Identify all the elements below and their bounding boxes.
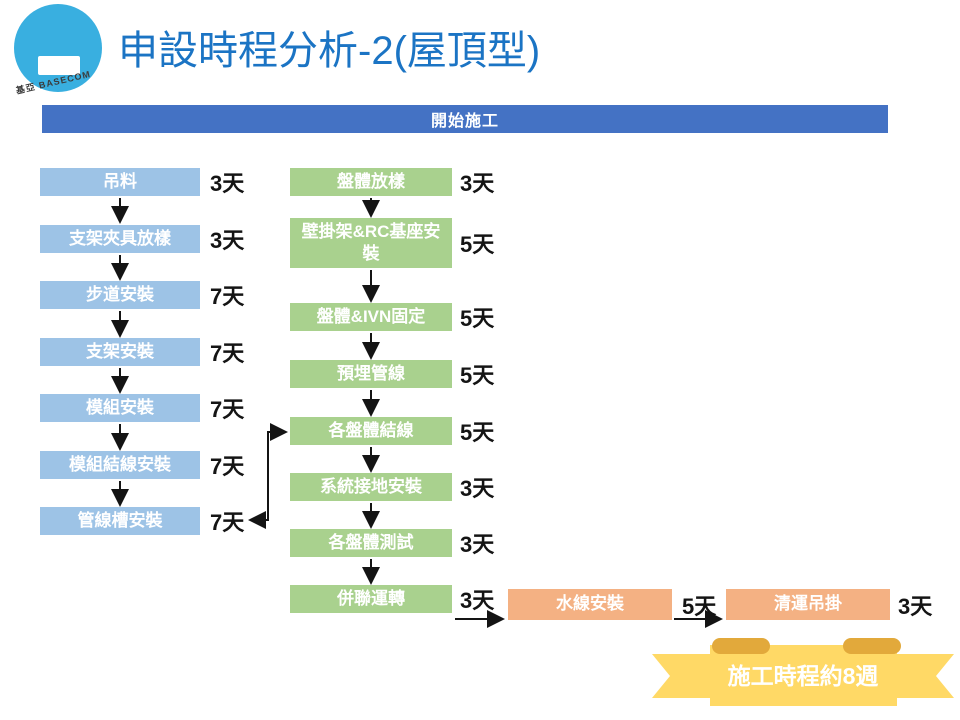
flow-step-box: 管線槽安裝 [40, 507, 200, 535]
duration-label: 5天 [460, 306, 495, 331]
ribbon-right-fold [843, 638, 901, 654]
banner-label: 施工時程約8週 [728, 663, 879, 689]
flow-step-label: 步道安裝 [86, 284, 154, 304]
duration-label: 7天 [210, 454, 245, 479]
flow-step-box: 模組安裝 [40, 394, 200, 422]
duration-label: 3天 [210, 171, 245, 196]
flow-step-box: 各盤體測試 [290, 529, 452, 557]
flow-step-box: 盤體放樣 [290, 168, 452, 196]
ribbon-left-wing [652, 654, 738, 698]
duration-label: 3天 [460, 476, 495, 501]
basecom-logo-icon [14, 4, 102, 92]
flow-step-label: 壁掛架&RC基座安裝 [301, 221, 441, 263]
elbow-connector-icon [248, 423, 288, 529]
flow-step-label: 吊料 [103, 171, 137, 191]
flow-step-box: 預埋管線 [290, 360, 452, 388]
flow-step-label: 模組結線安裝 [69, 454, 171, 474]
duration-label: 3天 [210, 228, 245, 253]
flow-step-label: 管線槽安裝 [77, 510, 163, 530]
duration-label: 7天 [210, 284, 245, 309]
duration-label: 7天 [210, 341, 245, 366]
flow-step-label: 盤體放樣 [337, 171, 405, 191]
flow-step-label: 預埋管線 [337, 363, 405, 383]
duration-label: 5天 [460, 420, 495, 445]
flow-step-label: 盤體&IVN固定 [316, 306, 426, 326]
logo-rectangle-mark [38, 56, 80, 75]
flow-step-label: 支架夾具放樣 [69, 228, 171, 248]
flow-step-box: 支架安裝 [40, 338, 200, 366]
duration-label: 3天 [898, 593, 933, 619]
ribbon-right-wing [868, 654, 954, 698]
duration-label: 3天 [460, 588, 495, 613]
flow-step-box: 併聯運轉 [290, 585, 452, 613]
flow-step-box: 壁掛架&RC基座安裝 [290, 218, 452, 268]
flow-step-box: 步道安裝 [40, 281, 200, 309]
flow-step-label: 系統接地安裝 [320, 476, 422, 496]
start-construction-label: 開始施工 [430, 113, 499, 130]
ribbon-banner: 施工時程約8週 [652, 638, 954, 706]
flow-step-label: 併聯運轉 [337, 588, 405, 608]
page-title: 申設時程分析-2(屋頂型) [118, 29, 541, 73]
flow-step-label: 水線安裝 [556, 594, 624, 614]
flow-step-box: 各盤體結線 [290, 417, 452, 445]
duration-label: 5天 [460, 232, 495, 257]
flow-step-label: 支架安裝 [86, 341, 154, 361]
duration-label: 7天 [210, 510, 245, 535]
flow-step-box: 吊料 [40, 168, 200, 196]
flow-step-label: 各盤體結線 [328, 420, 414, 440]
ribbon-center-band [710, 645, 897, 706]
flow-step-box: 支架夾具放樣 [40, 225, 200, 253]
flow-step-box: 水線安裝 [508, 589, 672, 620]
flow-step-box: 清運吊掛 [726, 589, 890, 620]
flow-step-label: 模組安裝 [86, 397, 154, 417]
flow-step-label: 各盤體測試 [328, 532, 414, 552]
start-construction-bar: 開始施工 [42, 105, 888, 133]
duration-label: 3天 [460, 532, 495, 557]
flow-step-box: 模組結線安裝 [40, 451, 200, 479]
flow-step-box: 盤體&IVN固定 [290, 303, 452, 331]
ribbon-left-fold [712, 638, 770, 654]
duration-label: 5天 [460, 363, 495, 388]
duration-label: 7天 [210, 397, 245, 422]
flow-step-box: 系統接地安裝 [290, 473, 452, 501]
duration-label: 5天 [682, 593, 717, 619]
flow-step-label: 清運吊掛 [774, 594, 842, 614]
duration-label: 3天 [460, 171, 495, 196]
